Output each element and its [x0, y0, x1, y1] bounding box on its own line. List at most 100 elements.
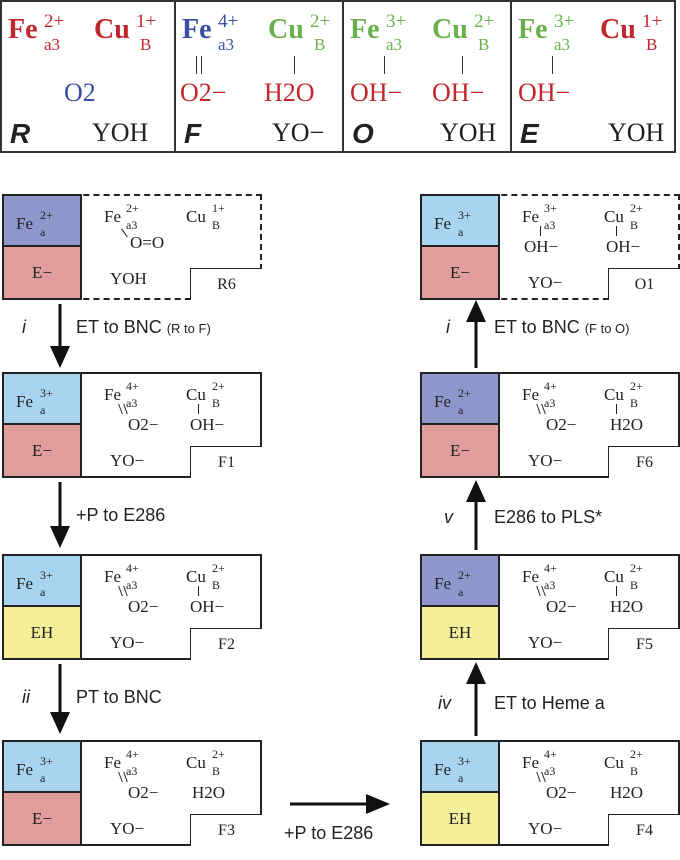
legend-r-cu: Cu — [94, 14, 130, 45]
legend-state-o: Fe 3+ a3 Cu 2+ B OH− OH− O YOH — [342, 2, 510, 151]
fe-ligand: OH− — [524, 237, 559, 256]
state-f3: Fe 3+ a E− Fe 4+ a3 Cu 2+ B O2− H2O YO− … — [2, 740, 262, 846]
legend-f-label: F — [184, 118, 202, 149]
e-site: E− — [420, 247, 500, 300]
legend-o-ligand-fe: OH− — [350, 78, 403, 107]
e-site: E− — [2, 793, 82, 846]
legend-o-fe: Fe — [350, 14, 380, 45]
heme-a-site: Fe 3+ a — [2, 554, 82, 607]
legend-r-tyrosine: YOH — [92, 118, 149, 147]
step-text: E286 to PLS* — [494, 507, 603, 527]
step-text: ET to BNC (F to O) — [494, 317, 630, 337]
heme-a-site: Fe 3+ a — [2, 740, 82, 793]
legend-state-r: Fe 2+ a3 Cu 1+ B O2 R YOH — [2, 2, 174, 151]
fe-ligand: O=O — [130, 233, 165, 252]
legend-f-cu-charge: 2+ — [310, 11, 331, 32]
heme-a-site: Fe 2+ a — [420, 554, 500, 607]
legend-r-cu-site: B — [140, 35, 152, 54]
legend-f-fe: Fe — [182, 14, 212, 45]
legend-e-fe-charge: 3+ — [554, 11, 575, 32]
legend-o-cu-charge: 2+ — [474, 11, 495, 32]
legend-e-cu-site: B — [646, 35, 658, 54]
cu-ligand: H2O — [192, 783, 226, 802]
fe-ligand: O2− — [546, 783, 577, 802]
state-f5: Fe 2+ a EH Fe 4+ a3 Cu 2+ B O2− H2O YO− … — [420, 554, 680, 660]
step-label: ii — [22, 687, 30, 707]
e-site: E− — [2, 425, 82, 478]
legend-e-label: E — [520, 118, 539, 149]
state-id: F4 — [608, 814, 680, 846]
tyrosine: YO− — [110, 819, 145, 838]
e-site: E− — [420, 425, 500, 478]
legend-r-cu-charge: 1+ — [136, 11, 157, 32]
legend-r-ligand: O2 — [64, 78, 96, 107]
heme-a-site: Fe 3+ a — [420, 740, 500, 793]
legend-r-fe-charge: 2+ — [44, 11, 65, 32]
legend-f-tyrosine: YO− — [272, 118, 325, 147]
step-label: i — [446, 317, 450, 337]
fe-ligand: O2− — [128, 415, 159, 434]
legend-o-cu: Cu — [432, 14, 468, 45]
tyrosine: YO− — [528, 273, 563, 292]
legend-o-ligand-cu: OH− — [432, 78, 485, 107]
fe-ligand: O2− — [546, 415, 577, 434]
e-site: EH — [420, 793, 500, 846]
legend-f-cu: Cu — [268, 14, 304, 45]
state-r6: Fe 2+ a E− Fe 2+ a3 Cu 1+ B O=O YOH R6 — [2, 194, 262, 300]
legend-f-fe-charge: 4+ — [218, 11, 239, 32]
step-label: iv — [438, 693, 451, 713]
heme-a-site: Fe 2+ a — [2, 194, 82, 247]
tyrosine: YO− — [528, 451, 563, 470]
state-f2: Fe 3+ a EH Fe 4+ a3 Cu 2+ B O2− OH− YO− … — [2, 554, 262, 660]
state-f4: Fe 3+ a EH Fe 4+ a3 Cu 2+ B O2− H2O YO− … — [420, 740, 680, 846]
state-id: F2 — [190, 628, 262, 660]
cu-ligand: H2O — [610, 783, 644, 802]
legend-r-label: R — [10, 118, 31, 149]
heme-a-site: Fe 2+ a — [420, 372, 500, 425]
state-id: O1 — [608, 268, 680, 300]
heme-a-site: Fe 3+ a — [420, 194, 500, 247]
fe-ligand: O2− — [546, 597, 577, 616]
legend-o-fe-site: a3 — [386, 35, 403, 54]
legend-e-fe: Fe — [518, 14, 548, 45]
step-text: ET to Heme a — [494, 693, 605, 713]
fe-ligand: O2− — [128, 783, 159, 802]
legend-f-ligand-cu: H2O — [264, 78, 315, 107]
state-id: F1 — [190, 446, 262, 478]
state-id: F6 — [608, 446, 680, 478]
legend-o-tyrosine: YOH — [440, 118, 497, 147]
e-site: EH — [2, 607, 82, 660]
legend-e-cu: Cu — [600, 14, 636, 45]
fe-ligand: O2− — [128, 597, 159, 616]
legend-f-fe-site: a3 — [218, 35, 235, 54]
legend-o-label: O — [352, 118, 374, 149]
cu-ligand: H2O — [610, 415, 644, 434]
cu-ligand: OH− — [606, 237, 641, 256]
step-text: PT to BNC — [76, 687, 162, 707]
legend-o-fe-charge: 3+ — [386, 11, 407, 32]
step-text: +P to E286 — [76, 505, 166, 525]
e-site: E− — [2, 247, 82, 300]
legend-f-cu-site: B — [314, 35, 326, 54]
state-id: F3 — [190, 814, 262, 846]
state-f1: Fe 3+ a E− Fe 4+ a3 Cu 2+ B O2− OH− YO− … — [2, 372, 262, 478]
step-label: v — [444, 507, 453, 527]
legend-e-ligand-fe: OH− — [518, 78, 571, 107]
heme-a-site: Fe 3+ a — [2, 372, 82, 425]
step-text: +P to E286 — [284, 823, 374, 843]
legend-state-e: Fe 3+ a3 Cu 1+ B OH− E YOH — [510, 2, 674, 151]
legend-o-cu-site: B — [478, 35, 490, 54]
legend-e-fe-site: a3 — [554, 35, 571, 54]
tyrosine: YO− — [528, 633, 563, 652]
state-id: R6 — [190, 268, 262, 300]
legend-e-cu-charge: 1+ — [642, 11, 663, 32]
legend-e-tyrosine: YOH — [608, 118, 665, 147]
state-o1: Fe 3+ a E− Fe 3+ a3 Cu 2+ B OH− OH− YO− … — [420, 194, 680, 300]
state-f6: Fe 2+ a E− Fe 4+ a3 Cu 2+ B O2− H2O YO− … — [420, 372, 680, 478]
step-label: i — [22, 317, 26, 337]
legend-r-fe: Fe — [8, 14, 38, 45]
state-legend: Fe 2+ a3 Cu 1+ B O2 R YOH Fe 4+ a3 Cu 2+… — [0, 0, 676, 153]
tyrosine: YOH — [110, 269, 147, 288]
e-site: EH — [420, 607, 500, 660]
